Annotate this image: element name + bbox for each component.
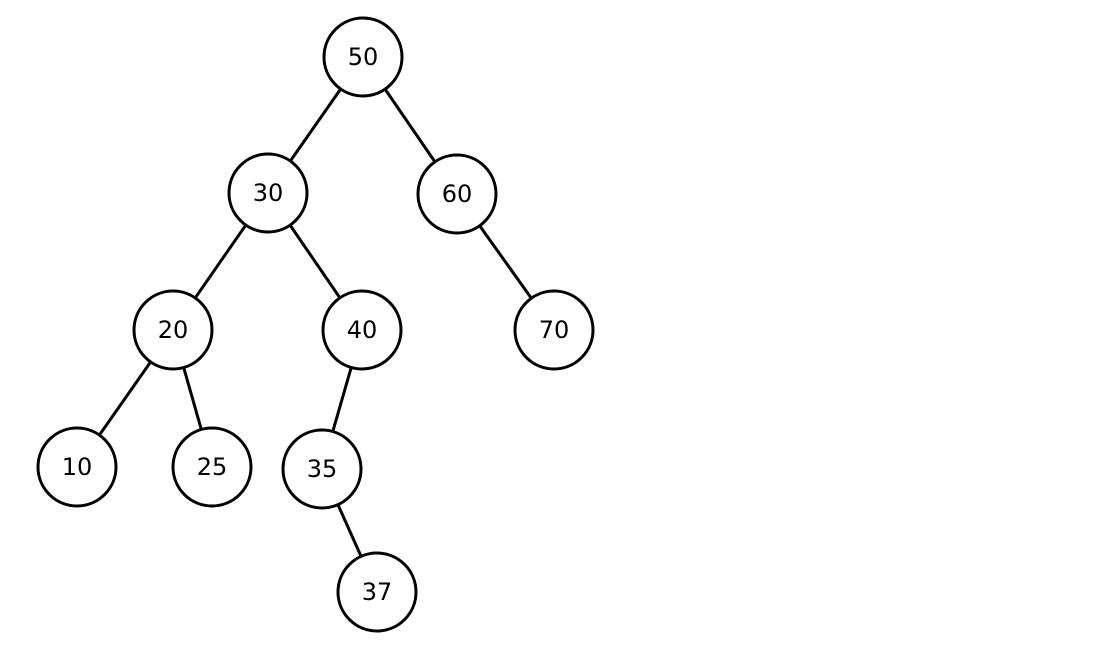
tree-node: 40 xyxy=(321,289,403,371)
tree-node: 20 xyxy=(132,289,214,371)
tree-node-label: 25 xyxy=(197,453,228,481)
tree-edge xyxy=(383,88,437,163)
tree-edge xyxy=(193,224,248,299)
tree-edge xyxy=(478,224,533,300)
tree-node-label: 20 xyxy=(158,316,189,344)
tree-node-label: 37 xyxy=(362,578,393,606)
tree-node-label: 50 xyxy=(348,43,379,71)
tree-node: 10 xyxy=(36,426,118,508)
tree-edge xyxy=(182,367,203,430)
tree-edge xyxy=(288,224,342,299)
tree-node: 70 xyxy=(513,289,595,371)
tree-edge xyxy=(336,503,363,558)
tree-node-label: 60 xyxy=(442,180,473,208)
tree-node-circle xyxy=(171,426,253,508)
tree-node: 35 xyxy=(281,428,363,510)
tree-nodes: 50 30 60 20 40 70 10 25 35 37 xyxy=(36,16,595,633)
tree-node-circle xyxy=(513,289,595,371)
tree-node-circle xyxy=(322,16,404,98)
tree-edge xyxy=(289,88,342,162)
tree-node-circle xyxy=(336,551,418,633)
tree-node-circle xyxy=(36,426,118,508)
tree-node-circle xyxy=(281,428,363,510)
tree-node-circle xyxy=(321,289,403,371)
tree-edge xyxy=(331,367,353,432)
tree-node: 25 xyxy=(171,426,253,508)
tree-edge xyxy=(98,361,152,436)
tree-node-label: 10 xyxy=(62,453,93,481)
tree-node: 60 xyxy=(416,153,498,235)
tree-node: 50 xyxy=(322,16,404,98)
tree-node-label: 35 xyxy=(307,455,338,483)
tree-node-circle xyxy=(132,289,214,371)
tree-node-label: 40 xyxy=(347,316,378,344)
tree-edges xyxy=(98,88,533,558)
tree-node: 37 xyxy=(336,551,418,633)
tree-node: 30 xyxy=(227,152,309,234)
tree-node-label: 30 xyxy=(253,179,284,207)
tree-node-circle xyxy=(227,152,309,234)
tree-node-circle xyxy=(416,153,498,235)
tree-node-label: 70 xyxy=(539,316,570,344)
